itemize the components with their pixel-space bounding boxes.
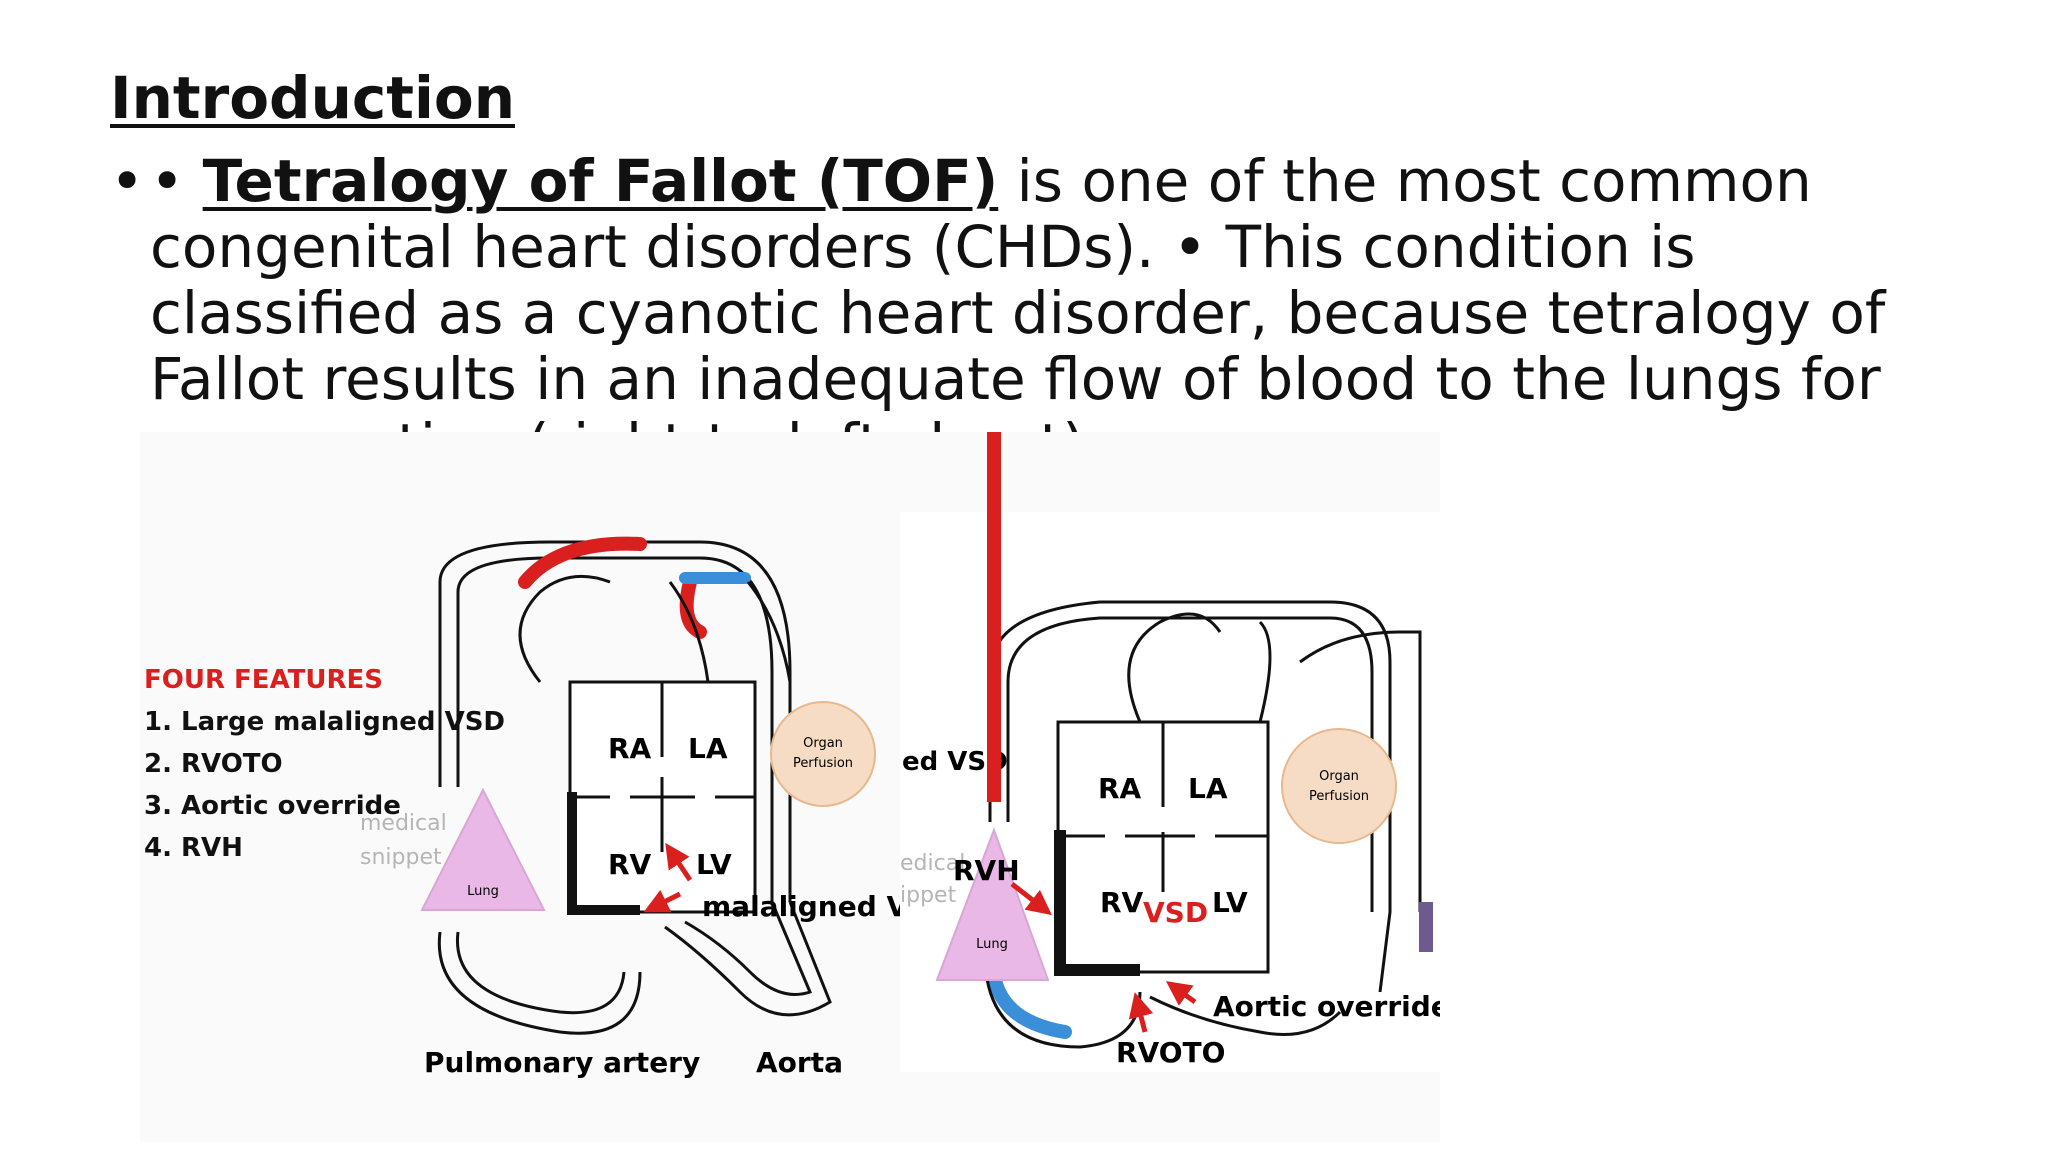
rvh-wall [567, 792, 640, 915]
chamber-la: LA [1188, 772, 1228, 805]
organ-label: Perfusion [1309, 789, 1369, 804]
vsd-arrow [643, 889, 682, 913]
organ-label: Organ [803, 736, 843, 751]
vessel-loop [1127, 612, 1222, 723]
lung-triangle [420, 787, 546, 911]
chamber-rv: RV [1100, 886, 1144, 919]
aorta-vessel [1149, 995, 1342, 1036]
vessel-branch [746, 581, 792, 683]
watermark-text: snippet [360, 845, 442, 870]
vessel-loop [1258, 620, 1272, 723]
pulmonary-return [518, 574, 611, 683]
oxygenated-segment [518, 536, 647, 589]
chamber-lv: LV [1212, 886, 1248, 919]
vsd-arrow [665, 842, 693, 882]
chamber-la: LA [688, 732, 728, 765]
chamber-ra: RA [1098, 772, 1142, 805]
pulmonary-artery-vessel [983, 961, 1142, 1049]
aortic-override-label: Aortic override [1213, 990, 1440, 1023]
organ-circle [1281, 728, 1397, 844]
tof-figure: FOUR FEATURES 1. Large malaligned VSD 2.… [140, 432, 1440, 1142]
aortic-override-arrow [1165, 981, 1197, 1006]
rvh-wall [1054, 830, 1140, 976]
organ-label: Perfusion [793, 756, 853, 771]
rvh-arrow [1010, 882, 1052, 916]
slide-title: Introduction [110, 64, 515, 132]
bullet-marker: • [110, 148, 145, 215]
pulmonary-artery-vessel [455, 931, 626, 1015]
aorta-label: Aorta [756, 1046, 843, 1079]
rvoto-label: RVOTO [1116, 1036, 1225, 1069]
chamber-lv: LV [696, 848, 732, 881]
systemic-vessel-inner [1006, 616, 1374, 912]
watermark-text: ippet [900, 883, 957, 908]
term-tof: Tetralogy of Fallot (TOF) [202, 148, 999, 215]
chamber-rv: RV [608, 848, 652, 881]
aorta-vessel [664, 901, 832, 1017]
systemic-vessel-outer [438, 540, 792, 902]
feature-item: 4. RVH [144, 833, 243, 863]
vessel-branch [668, 581, 710, 683]
organ-circle [770, 701, 876, 807]
lung-label: Lung [976, 937, 1008, 952]
bullet-prefix: • [150, 148, 203, 215]
vessel-loop [1299, 630, 1422, 912]
watermark-text: medical [360, 811, 447, 836]
lung-triangle [935, 827, 1050, 981]
bullet-text: • Tetralogy of Fallot (TOF) is one of th… [150, 148, 1980, 440]
bullet-paragraph: • • Tetralogy of Fallot (TOF) is one of … [110, 148, 1990, 440]
rvoto-arrow [1128, 992, 1154, 1033]
rvh-label: RVH [953, 854, 1020, 887]
deoxygenated-segment [988, 973, 1072, 1039]
lung-label: Lung [467, 884, 499, 899]
systemic-vessel-inner [456, 556, 774, 902]
feature-item: 1. Large malaligned VSD [144, 707, 505, 737]
features-title: FOUR FEATURES [144, 665, 383, 695]
chamber-ra: RA [608, 732, 652, 765]
pulmonary-artery-label: Pulmonary artery [424, 1046, 700, 1079]
feature-item: 3. Aortic override [144, 791, 401, 821]
aorta-vessel [684, 901, 813, 996]
vsd-label: VSD [1143, 896, 1208, 929]
feature-item: 2. RVOTO [144, 749, 283, 779]
pulmonary-artery-vessel [437, 931, 642, 1035]
right-diagram: ed VSD edical ippet RA LA RV VSD LV Lung… [900, 432, 1440, 1072]
organ-label: Organ [1319, 769, 1359, 784]
watermark-text: edical [900, 851, 965, 876]
